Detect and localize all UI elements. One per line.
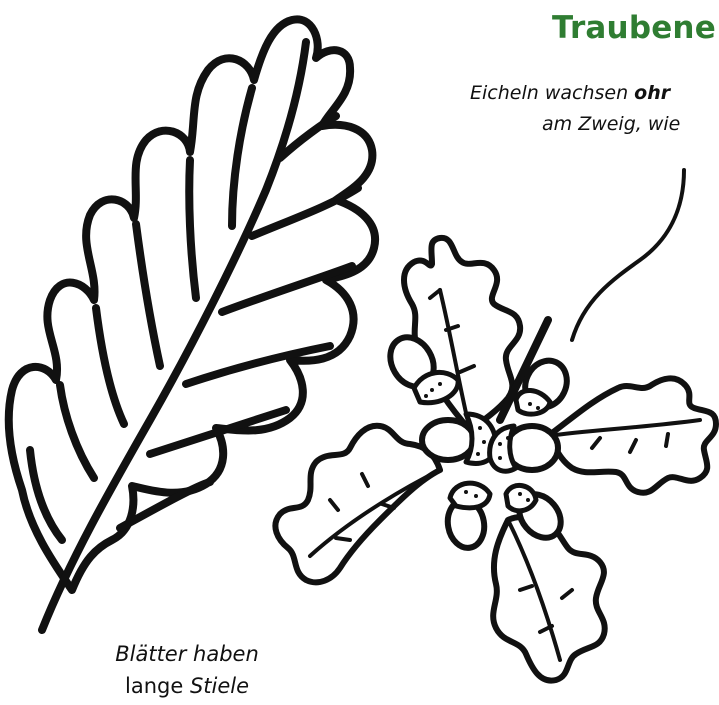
acorn-middle-right [490, 426, 558, 471]
large-leaf-vein-6 [232, 88, 252, 226]
acorn-annotation-text: Eicheln wachsen [470, 82, 634, 104]
large-leaf-vein-2 [60, 385, 94, 478]
page-title: Traubene [552, 10, 716, 46]
large-leaf-vein-9 [186, 346, 330, 384]
acorn-annotation-line-2: am Zweig, wie [470, 109, 680, 140]
acorn-annotation-line-1: Eicheln wachsen ohr [470, 78, 680, 109]
acorn-annotation: Eicheln wachsen ohr am Zweig, wie [470, 78, 680, 140]
leaf-annotation-plain: lange [125, 674, 190, 698]
leaf-annotation-line-1: Blätter haben [102, 638, 272, 670]
twig-leaf-bottom [493, 517, 605, 681]
leaf-annotation-italic: Stiele [190, 674, 249, 698]
large-leaf-vein-4 [136, 224, 160, 366]
twig-leaf-right [548, 378, 716, 492]
large-leaf-vein-10 [222, 266, 352, 312]
annotation-pointer-line [572, 170, 684, 340]
acorn-annotation-bold: ohr [634, 82, 670, 104]
twig-leaf-left [275, 426, 440, 583]
acorn-middle-left [422, 414, 496, 463]
leaf-annotation: Blätter haben lange Stiele [102, 638, 272, 702]
large-leaf-vein-5 [189, 160, 196, 298]
acorn-annotation-line-2-text: am Zweig, wie [542, 113, 680, 135]
acorn-bottom-left [444, 483, 490, 551]
leaf-annotation-line-2: lange Stiele [102, 670, 272, 702]
oak-twig-cluster [275, 238, 716, 681]
large-leaf-vein-3 [96, 308, 124, 424]
